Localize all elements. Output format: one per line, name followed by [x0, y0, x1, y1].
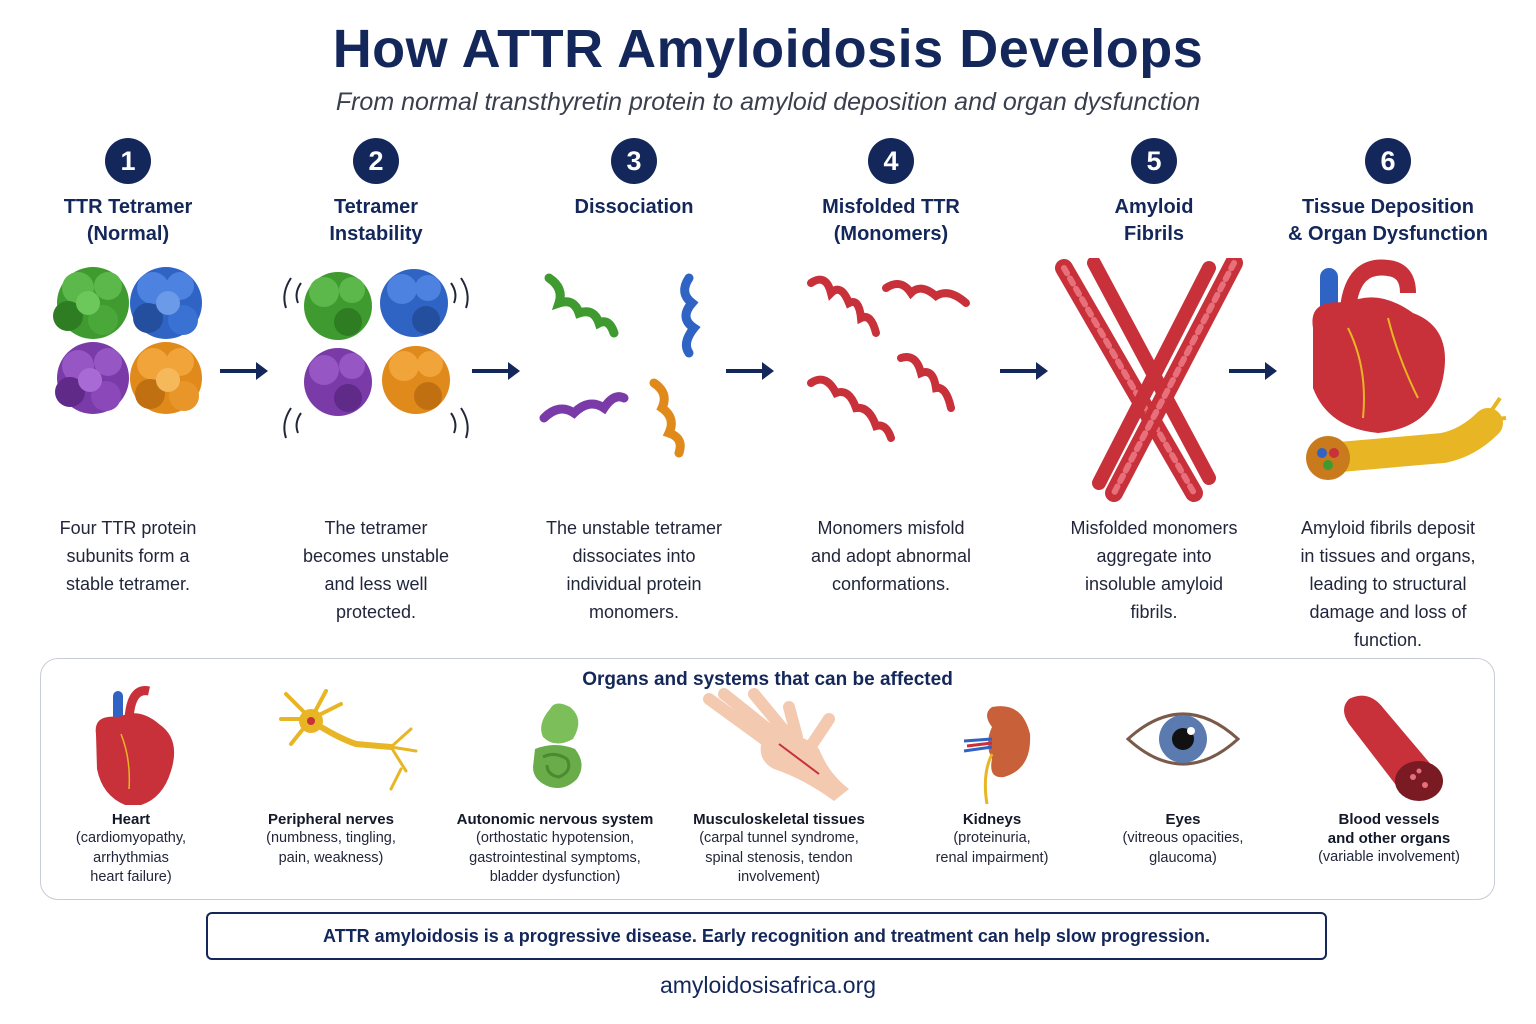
organ-blood-vessels-name: Blood vessels and other organs: [1327, 811, 1451, 847]
arrow-right-icon: [220, 362, 268, 380]
organ-eyes-description: (vitreous opacities, glaucoma): [1122, 830, 1244, 866]
monomer-green: [544, 273, 619, 338]
tetramer-subunit-green: [53, 267, 129, 339]
eye-icon: [1125, 712, 1241, 766]
organ-eyes-name: Eyes: [1165, 811, 1201, 828]
organ-heart-name: Heart: [111, 811, 151, 828]
fibril-strand: [1111, 260, 1237, 496]
step-2-title: Tetramer Instability: [329, 196, 423, 245]
tetramer-subunit-purple: [304, 348, 372, 416]
misfolded-monomers-illustration: [807, 275, 970, 442]
digestive-system-icon: [533, 703, 582, 788]
step-1-title: TTR Tetramer (Normal): [63, 196, 193, 245]
page-subtitle: From normal transthyretin protein to amy…: [335, 88, 1201, 116]
step-5-description: Misfolded monomers aggregate into insolu…: [1070, 518, 1238, 622]
tetramer-subunit-blue: [130, 267, 202, 339]
step-1: 1 TTR Tetramer (Normal) Four TTR protein…: [8, 138, 248, 594]
organ-autonomic-nervous-system-name: Autonomic nervous system: [456, 811, 654, 828]
step-4-number: 4: [868, 138, 914, 184]
step-3-title: Dissociation: [574, 196, 694, 218]
monomer-blue: [680, 273, 701, 358]
organ-musculoskeletal: Musculoskeletal tissues (carpal tunnel s…: [669, 679, 889, 888]
arrow-right-icon: [1229, 362, 1277, 380]
step-4-title: Misfolded TTR (Monomers): [822, 196, 960, 245]
page-title: How ATTR Amyloidosis Develops: [332, 19, 1204, 79]
monomer-purple: [539, 392, 629, 423]
website-link[interactable]: amyloidosisafrica.org: [659, 972, 877, 998]
misfolded-monomer: [897, 353, 955, 412]
step-6-title: Tissue Deposition & Organ Dysfunction: [1287, 196, 1488, 245]
organ-blood-vessels-description: (variable involvement): [1318, 849, 1460, 865]
arrow-right-icon: [1000, 362, 1048, 380]
heart-icon: [95, 686, 175, 807]
step-5-title: Amyloid Fibrils: [1114, 196, 1194, 245]
nerve-bundle: [1306, 396, 1507, 480]
step-2-number: 2: [353, 138, 399, 184]
unstable-tetramer-illustration: [283, 269, 469, 439]
fibril-strand: [1061, 265, 1197, 496]
arrow-right-icon: [472, 362, 520, 380]
arrow-right-icon: [726, 362, 774, 380]
tetramer-subunit-orange: [382, 346, 450, 414]
step-1-description: Four TTR protein subunits form a stable …: [59, 518, 197, 594]
ttr-tetramer-illustration: [53, 267, 202, 414]
organ-heart-description: (cardiomyopathy, arrhythmias heart failu…: [75, 830, 187, 885]
hand-icon: [703, 688, 849, 801]
step-6-number: 6: [1365, 138, 1411, 184]
step-3-description: The unstable tetramer dissociates into i…: [545, 518, 723, 622]
step-3: 3 Dissociation The unstable tetramer dis…: [514, 138, 754, 622]
step-2-description: The tetramer becomes unstable and less w…: [302, 518, 450, 622]
misfolded-monomer: [882, 280, 970, 307]
organ-musculoskeletal-description: (carpal tunnel syndrome, spinal stenosis…: [699, 830, 859, 885]
organ-autonomic-nervous-system: Autonomic nervous system (orthostatic hy…: [445, 679, 665, 888]
organ-heart: Heart (cardiomyopathy, arrhythmias heart…: [31, 679, 231, 888]
step-5: 5 Amyloid Fibrils Misfolded monomers agg…: [1034, 138, 1274, 622]
organ-kidneys-name: Kidneys: [962, 811, 1022, 828]
tetramer-subunit-orange: [130, 342, 202, 414]
organ-eyes: Eyes (vitreous opacities, glaucoma): [1083, 679, 1283, 868]
step-4-description: Monomers misfold and adopt abnormal conf…: [810, 518, 972, 594]
organ-musculoskeletal-name: Musculoskeletal tissues: [693, 811, 865, 828]
misfolded-monomer: [807, 375, 895, 442]
vibration-marks: [283, 277, 469, 439]
amyloid-fibrils-illustration: [1055, 258, 1243, 502]
misfolded-monomer: [807, 275, 880, 337]
heart-and-nerve-illustration: [1306, 259, 1507, 480]
organ-kidneys-description: (proteinuria, renal impairment): [935, 830, 1049, 866]
heart-icon: [1312, 297, 1445, 433]
organ-kidneys: Kidneys (proteinuria, renal impairment): [892, 679, 1092, 868]
step-4: 4 Misfolded TTR (Monomers) Monomers misf…: [771, 138, 1011, 594]
organ-autonomic-nervous-system-description: (orthostatic hypotension, gastrointestin…: [469, 830, 641, 885]
tetramer-subunit-purple: [55, 342, 129, 414]
affected-organs-panel: Organs and systems that can be affected …: [40, 658, 1495, 900]
dissociated-monomers-illustration: [539, 273, 701, 458]
step-2: 2 Tetramer Instability The tetramer beco…: [256, 138, 496, 622]
step-5-number: 5: [1131, 138, 1177, 184]
fibril-strand: [1092, 261, 1216, 490]
step-6-description: Amyloid fibrils deposit in tissues and o…: [1300, 518, 1476, 650]
step-3-number: 3: [611, 138, 657, 184]
organ-peripheral-nerves-name: Peripheral nerves: [268, 811, 394, 828]
step-6: 6 Tissue Deposition & Organ Dysfunction …: [1268, 138, 1508, 650]
heart-vessel-red: [1340, 259, 1416, 310]
organ-blood-vessels: Blood vessels and other organs (variable…: [1289, 679, 1489, 868]
organ-peripheral-nerves-description: (numbness, tingling, pain, weakness): [266, 830, 396, 866]
monomer-orange: [649, 378, 685, 458]
tetramer-subunit-green: [304, 272, 372, 340]
neuron-icon: [279, 689, 418, 791]
progression-note: ATTR amyloidosis is a progressive diseas…: [206, 912, 1327, 960]
organ-peripheral-nerves: Peripheral nerves (numbness, tingling, p…: [231, 679, 431, 868]
affected-organs-title: Organs and systems that can be affected: [582, 669, 953, 690]
step-1-number: 1: [105, 138, 151, 184]
blood-vessel-icon: [1344, 695, 1443, 801]
kidney-icon: [963, 706, 1031, 805]
tetramer-subunit-blue: [380, 269, 448, 337]
